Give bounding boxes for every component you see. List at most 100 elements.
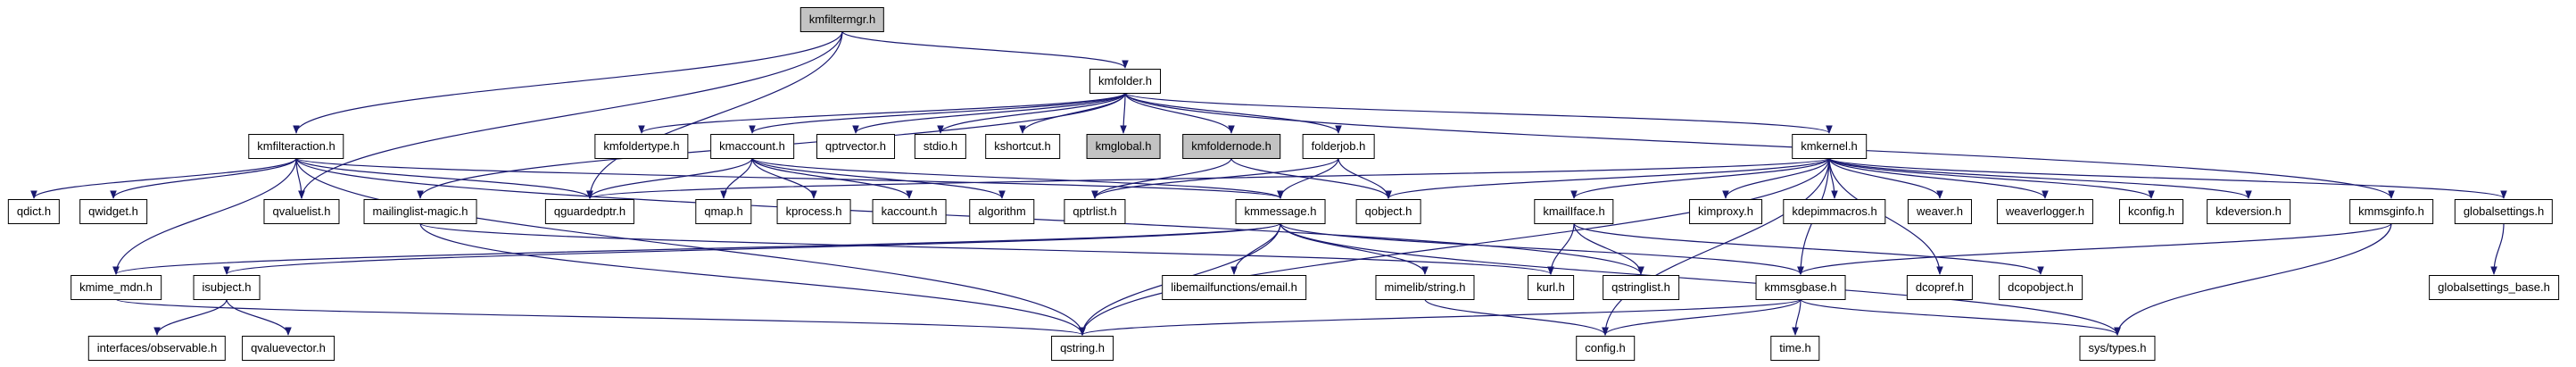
graph-edge-kmmsgbase-to-time [1792, 298, 1802, 336]
graph-node-globalsettings_base[interactable]: globalsettings_base.h [2429, 275, 2559, 300]
graph-edge-isubject-to-interfaces-observable [153, 298, 228, 336]
graph-edge-kmkernel-to-kimproxy [1722, 157, 1830, 199]
graph-node-weaver[interactable]: weaver.h [1907, 199, 1973, 224]
graph-edge-kmkernel-to-kdeversion [1828, 157, 2252, 199]
graph-edge-kmfilteraction-to-qvaluelist [295, 157, 305, 199]
graph-node-kdepimmacros[interactable]: kdepimmacros.h [1783, 199, 1886, 224]
graph-node-kmkernel[interactable]: kmkernel.h [1792, 134, 1867, 159]
graph-edge-kmfiltermgr-to-kmfolder [841, 30, 1129, 69]
graph-node-kmfoldernode[interactable]: kmfoldernode.h [1182, 134, 1280, 159]
graph-edge-kmmsgbase-to-sys-types [1800, 298, 2121, 336]
graph-edge-kmmessage-to-mimelib-string [1280, 222, 1429, 275]
graph-node-isubject[interactable]: isubject.h [193, 275, 261, 300]
graph-node-qvaluevector[interactable]: qvaluevector.h [242, 336, 335, 361]
graph-node-dcopobject[interactable]: dcopobject.h [1999, 275, 2083, 300]
graph-edge-kmfilteraction-to-qguardedptr [295, 157, 593, 199]
graph-node-kaccount[interactable]: kaccount.h [872, 199, 947, 224]
graph-node-qptrlist[interactable]: qptrlist.h [1064, 199, 1126, 224]
graph-edge-kmfolder-to-kmfoldernode [1124, 92, 1235, 134]
graph-edge-kmailiface-to-qstringlist [1573, 222, 1644, 275]
graph-edge-mailinglist-magic-to-kurl [419, 222, 1554, 275]
graph-node-kimproxy[interactable]: kimproxy.h [1689, 199, 1762, 224]
graph-edge-kmmessage-to-isubject [223, 222, 1281, 275]
graph-edge-kmkernel-to-weaver [1828, 157, 1943, 199]
graph-edge-kmfoldernode-to-qobject [1230, 157, 1392, 199]
graph-node-globalsettings[interactable]: globalsettings.h [2454, 199, 2554, 224]
graph-node-qguardedptr[interactable]: qguardedptr.h [544, 199, 635, 224]
graph-edge-kmmsginfo-to-kmmsgbase [1797, 222, 2392, 275]
graph-node-kconfig[interactable]: kconfig.h [2118, 199, 2184, 224]
graph-node-kmailiface[interactable]: kmailIface.h [1534, 199, 1614, 224]
graph-edge-kmkernel-to-kdepimmacros [1828, 157, 1838, 199]
graph-edge-kmmsgbase-to-config [1602, 298, 1802, 336]
graph-node-sys-types[interactable]: sys/types.h [2079, 336, 2156, 361]
graph-node-qmap[interactable]: qmap.h [695, 199, 752, 224]
graph-node-kmfolder[interactable]: kmfolder.h [1089, 69, 1161, 94]
graph-edge-kmfolder-to-stdio [937, 92, 1126, 134]
graph-edge-kmmsgbase-to-qstring [1079, 298, 1802, 336]
graph-node-kmime_mdn[interactable]: kmime_mdn.h [70, 275, 162, 300]
graph-node-weaverlogger[interactable]: weaverlogger.h [1996, 199, 2094, 224]
graph-edge-kmkernel-to-kmailiface [1570, 157, 1830, 199]
graph-node-kmfilteraction[interactable]: kmfilteraction.h [248, 134, 344, 159]
graph-edge-kmfolder-to-kmfoldertype [638, 92, 1126, 134]
graph-edge-kmkernel-to-weaverlogger [1828, 157, 2049, 199]
graph-node-kmfiltermgr[interactable]: kmfiltermgr.h [799, 7, 885, 32]
graph-edge-isubject-to-qvaluevector [226, 298, 292, 336]
graph-node-kmmessage[interactable]: kmmessage.h [1235, 199, 1326, 224]
graph-edge-kmkernel-to-qguardedptr [586, 157, 1830, 199]
graph-node-mailinglist-magic[interactable]: mailinglist-magic.h [363, 199, 477, 224]
graph-edge-kmkernel-to-globalsettings [1828, 157, 2507, 199]
graph-edge-kmfoldernode-to-qptrlist [1091, 157, 1232, 199]
graph-node-qobject[interactable]: qobject.h [1355, 199, 1421, 224]
graph-node-qwidget[interactable]: qwidget.h [79, 199, 147, 224]
graph-edge-kmailiface-to-dcopobject [1573, 222, 2044, 275]
graph-edge-kmfiltermgr-to-qguardedptr [586, 30, 843, 199]
graph-edge-kmmsginfo-to-sys-types [2114, 222, 2392, 336]
graph-node-kurl[interactable]: kurl.h [1528, 275, 1574, 300]
graph-node-kdeversion[interactable]: kdeversion.h [2207, 199, 2290, 224]
graph-node-kmaccount[interactable]: kmaccount.h [710, 134, 794, 159]
graph-node-time[interactable]: time.h [1770, 336, 1820, 361]
graph-node-kmmsginfo[interactable]: kmmsginfo.h [2349, 199, 2433, 224]
graph-node-config[interactable]: config.h [1576, 336, 1635, 361]
graph-node-qptrvector[interactable]: qptrvector.h [816, 134, 895, 159]
graph-node-dcopref[interactable]: dcopref.h [1906, 275, 1974, 300]
graph-edge-kmaccount-to-qmap [720, 157, 753, 199]
graph-edge-kmfilteraction-to-kmmessage [295, 157, 1284, 199]
graph-edge-kmkernel-to-qobject [1385, 157, 1830, 199]
graph-node-qvaluelist[interactable]: qvaluelist.h [263, 199, 340, 224]
graph-node-qstring[interactable]: qstring.h [1051, 336, 1114, 361]
graph-node-kprocess[interactable]: kprocess.h [776, 199, 851, 224]
graph-node-kmglobal[interactable]: kmglobal.h [1086, 134, 1161, 159]
graph-edge-kmaccount-to-kmmessage [751, 157, 1284, 199]
graph-edge-kmaccount-to-kaccount [751, 157, 913, 199]
graph-node-stdio[interactable]: stdio.h [914, 134, 967, 159]
graph-node-qstringlist[interactable]: qstringlist.h [1603, 275, 1679, 300]
graph-edge-kmmessage-to-kmime_mdn [112, 222, 1281, 275]
graph-edge-folderjob-to-qptrlist [1091, 157, 1339, 199]
graph-node-kmmsgbase[interactable]: kmmsgbase.h [1755, 275, 1846, 300]
graph-node-mimelib-string[interactable]: mimelib/string.h [1375, 275, 1475, 300]
graph-edge-kmfilteraction-to-qdict [30, 157, 297, 199]
graph-edge-kmfolder-to-kmaccount [749, 92, 1126, 134]
graph-edge-kmfolder-to-folderjob [1124, 92, 1342, 134]
graph-node-interfaces-observable[interactable]: interfaces/observable.h [87, 336, 227, 361]
graph-edge-kmfolder-to-kmglobal [1120, 92, 1127, 134]
graph-node-kshortcut[interactable]: kshortcut.h [985, 134, 1060, 159]
graph-edge-mimelib-string-to-config [1424, 298, 1609, 336]
graph-edge-kmkernel-to-config [1602, 157, 1830, 336]
graph-edge-kmaccount-to-qguardedptr [586, 157, 753, 199]
graph-edge-kmkernel-to-kconfig [1828, 157, 2155, 199]
graph-node-qdict[interactable]: qdict.h [7, 199, 61, 224]
graph-edge-kmaccount-to-kprocess [751, 157, 817, 199]
graph-node-kmfoldertype[interactable]: kmfoldertype.h [594, 134, 689, 159]
graph-node-folderjob[interactable]: folderjob.h [1302, 134, 1375, 159]
graph-node-libemailfunctions-email[interactable]: libemailfunctions/email.h [1162, 275, 1306, 300]
graph-edge-kmfolder-to-kshortcut [1019, 92, 1126, 134]
graph-node-algorithm[interactable]: algorithm [969, 199, 1035, 224]
graph-edge-kmmessage-to-libemailfunctions-email [1230, 222, 1281, 275]
graph-edge-kmailiface-to-kurl [1547, 222, 1575, 275]
graph-edge-kmfiltermgr-to-qvaluelist [298, 30, 843, 199]
